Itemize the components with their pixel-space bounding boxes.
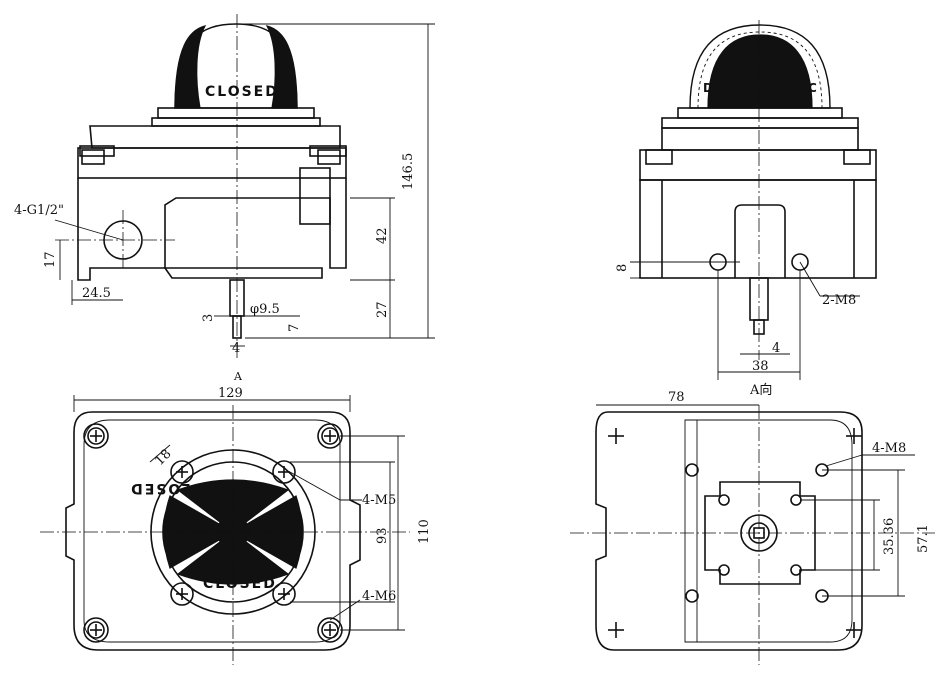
dim-57-1: 57.1 bbox=[916, 524, 931, 553]
dim-4-m5: 4-M5 bbox=[362, 493, 396, 508]
top-view: CLOSED CLOSED bbox=[40, 386, 432, 665]
top-closed-label-flipped: CLOSED bbox=[129, 480, 203, 496]
dim-2-m8: 2-M8 bbox=[822, 293, 856, 308]
dim-93: 93 bbox=[375, 527, 390, 544]
dim-3: 3 bbox=[201, 314, 216, 322]
dim-35-36: 35.36 bbox=[882, 518, 897, 555]
dim-phi-9-5: φ9.5 bbox=[250, 302, 280, 317]
side-d-label: D bbox=[703, 81, 715, 95]
view-a-title: A向 bbox=[749, 382, 772, 398]
top-closed-label: CLOSED bbox=[203, 576, 277, 592]
dim-port: 4-G1/2" bbox=[14, 203, 64, 218]
dim-4-m6: 4-M6 bbox=[362, 589, 396, 604]
side-view: D C 8 2-M8 4 38 A向 bbox=[615, 20, 877, 398]
view-a-marker: A bbox=[233, 370, 243, 383]
dim-17: 17 bbox=[43, 251, 58, 268]
bottom-view: 78 4-M8 35.36 57.1 bbox=[570, 390, 935, 665]
dim-27: 27 bbox=[375, 301, 390, 318]
dim-4-side: 4 bbox=[772, 341, 780, 356]
dim-78: 78 bbox=[668, 390, 685, 405]
dim-4-m8: 4-M8 bbox=[872, 441, 906, 456]
front-closed-label: CLOSED bbox=[205, 84, 279, 100]
dim-38: 38 bbox=[752, 359, 769, 374]
dim-7: 7 bbox=[287, 324, 302, 332]
dim-24-5: 24.5 bbox=[82, 286, 111, 301]
dim-4-front: 4 bbox=[232, 341, 240, 356]
dim-42: 42 bbox=[375, 227, 390, 244]
front-view: CLOSED 146. bbox=[14, 14, 435, 383]
dim-8: 8 bbox=[615, 264, 630, 272]
side-c-label: C bbox=[808, 81, 819, 95]
dim-129: 129 bbox=[218, 386, 243, 401]
dim-110: 110 bbox=[417, 519, 432, 544]
dim-146-5: 146.5 bbox=[401, 153, 416, 190]
dim-18: 18 bbox=[152, 447, 174, 469]
